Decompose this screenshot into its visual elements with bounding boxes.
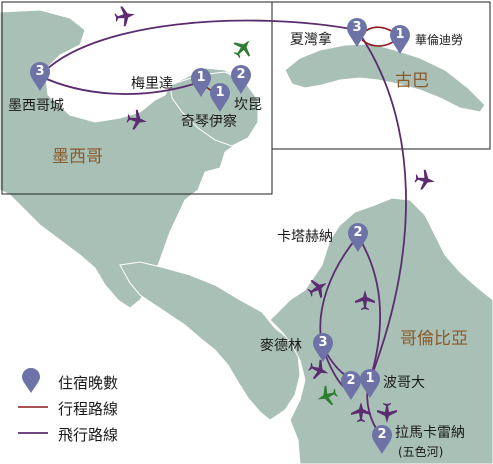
map-pin-icon [348,223,368,252]
map-pin-icon [30,62,50,91]
plane-icon [414,169,435,190]
city-label-medellin: 麥德林 [260,338,302,354]
city-label-bogota: 波哥大 [383,375,425,391]
map-pin-icon [22,368,40,393]
plane-icon-green [317,385,338,406]
pin-bogota[interactable]: 1 [359,369,381,399]
plane-icon [307,279,327,299]
plane-icon [308,359,329,380]
map-pin-icon [390,25,410,54]
pin-nights: 1 [196,70,206,85]
map-pin-icon [191,68,211,97]
map-pin-icon [341,371,361,400]
pin-medellin[interactable]: 3 [312,333,334,363]
plane-icons [114,6,435,423]
legend-label-flight: 飛行路線 [58,426,119,444]
pin-bogota-extra[interactable]: 2 [340,371,362,401]
plane-icon [114,6,135,27]
flight-route-cartagena-medellin [319,235,359,346]
city-label-cancun: 坎昆 [234,97,262,113]
pin-cancun[interactable]: 2 [230,65,252,95]
central-america-land [119,261,301,421]
city-label-merida: 梅里達 [131,76,173,92]
itinerary-line-icon [18,406,48,408]
pin-chichen-itza[interactable]: 1 [209,83,231,113]
pin-merida[interactable]: 1 [190,68,212,98]
legend-label-nights: 住宿晚數 [58,374,119,392]
pin-nights: 2 [353,225,363,240]
plane-icon [377,403,397,423]
country-label-cuba: 古巴 [395,71,429,91]
pin-nights: 3 [35,64,45,79]
pin-varadero[interactable]: 1 [389,25,411,55]
map-pin-icon [313,333,333,362]
map-pin-icon [360,369,380,398]
pin-la-macarena[interactable]: 2 [371,425,393,455]
city-label-havana: 夏灣拿 [290,32,332,48]
cuba-land [284,43,486,113]
cuba-inset-frame [271,1,491,150]
flight-route-havana-bogota [356,29,407,381]
pin-nights: 1 [215,85,225,100]
city-label-varadero: 華倫迪勞 [415,33,464,47]
flight-route-cartagena-bogota [357,235,381,381]
pin-nights: 3 [352,20,362,35]
pin-cartagena[interactable]: 2 [347,223,369,253]
flight-route-mexico-city-merida [39,75,201,95]
yucatan-land [169,71,259,147]
pin-nights: 3 [318,335,328,350]
city-note-la-macarena: (五色河) [398,445,444,459]
legend-row-flight: 飛行路線 [16,420,176,446]
city-label-mexico-city: 墨西哥城 [8,98,64,114]
city-label-chichen-itza: 奇琴伊察 [181,114,237,130]
map-pin-icon [231,65,251,94]
map-pin-icon [372,425,392,454]
pin-mexico-city[interactable]: 3 [29,62,51,92]
pin-nights: 2 [236,67,246,82]
map-pin-icon [347,18,367,47]
flight-route-mexico-city-havana [39,19,358,77]
map-pin-icon [210,83,230,112]
legend: 住宿晚數 行程路線 飛行路線 [16,368,176,446]
legend-label-itinerary: 行程路線 [58,400,119,418]
legend-row-nights: 住宿晚數 [16,368,176,394]
pin-nights: 2 [377,427,387,442]
plane-icon [351,402,371,422]
plane-icon [355,290,375,310]
country-label-mexico: 墨西哥 [52,147,103,167]
city-label-la-macarena: 拉馬卡雷納 [395,425,465,441]
legend-row-itinerary: 行程路線 [16,394,176,420]
pin-nights: 1 [365,371,375,386]
pin-nights: 2 [346,373,356,388]
pin-havana[interactable]: 3 [346,18,368,48]
plane-icon [126,109,147,130]
city-label-cartagena: 卡塔赫納 [277,229,333,245]
pin-nights: 1 [395,27,405,42]
flight-line-icon [18,432,48,434]
country-label-colombia: 哥倫比亞 [400,329,468,349]
plane-icon-green [233,40,251,59]
